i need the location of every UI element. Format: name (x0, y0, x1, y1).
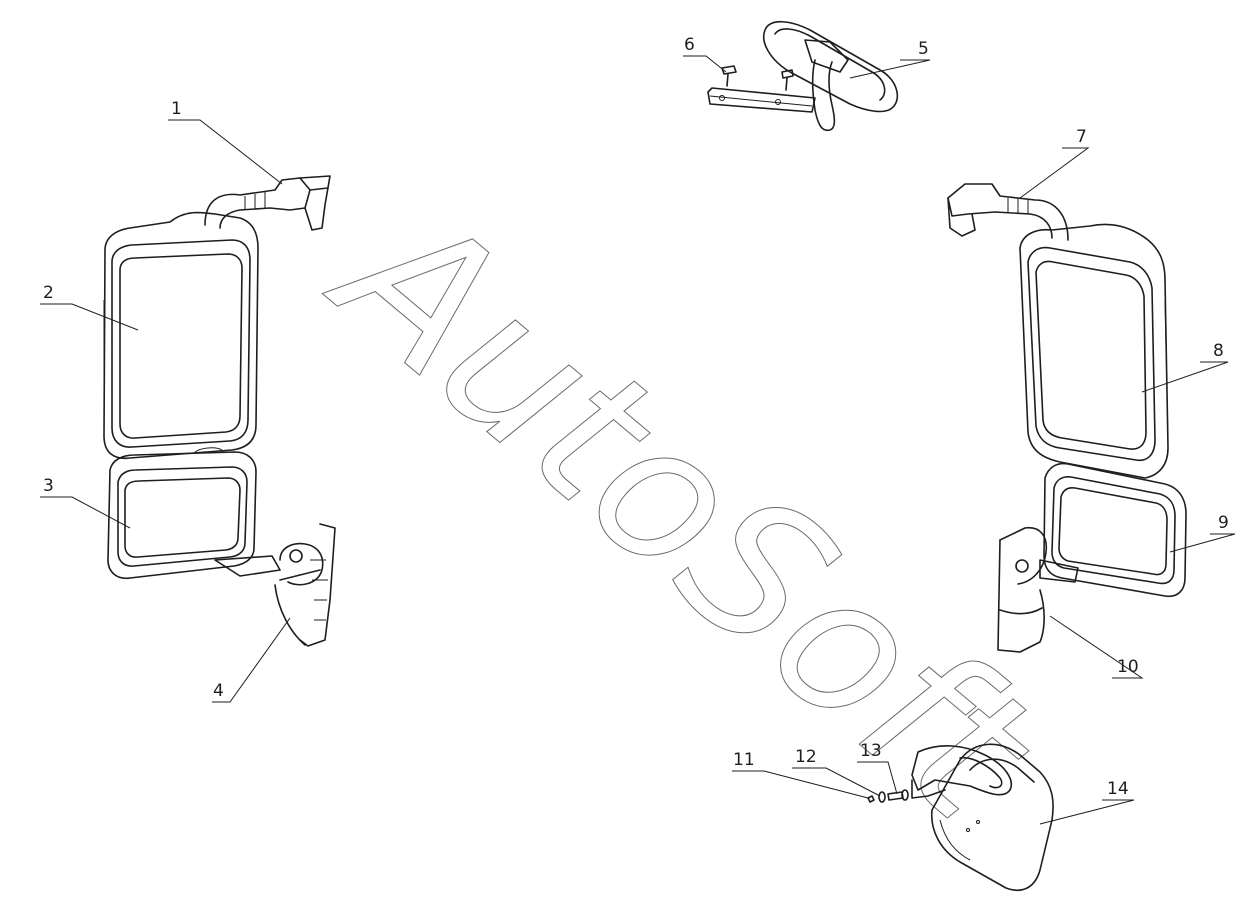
right-mirror-assembly (947, 183, 1187, 653)
front-mirror-assembly (867, 743, 1054, 892)
screw-6 (721, 65, 794, 91)
left-main-mirror (103, 211, 259, 460)
callout-4: 4 (213, 681, 224, 701)
left-wide-angle-mirror (107, 447, 257, 580)
callout-7: 7 (1076, 127, 1087, 147)
callout-leaders (40, 55, 1236, 825)
callout-9: 9 (1218, 513, 1229, 533)
right-wide-angle-mirror (1043, 462, 1187, 598)
watermark-text: AutoSoft (293, 158, 1076, 865)
right-mount-bracket (947, 183, 1069, 241)
callout-11: 11 (733, 750, 755, 770)
right-lower-base (997, 527, 1079, 653)
pin-11 (867, 795, 875, 803)
front-mirror-14 (930, 743, 1054, 892)
left-mount-bracket (204, 175, 331, 231)
callout-5: 5 (918, 39, 929, 59)
callout-1: 1 (171, 99, 182, 119)
interior-mirror-stalk (811, 59, 836, 132)
bolt-13 (887, 789, 909, 801)
interior-mirror (763, 20, 899, 113)
callout-14: 14 (1107, 779, 1129, 799)
callout-10: 10 (1117, 657, 1139, 677)
callout-12: 12 (795, 747, 817, 767)
callout-2: 2 (43, 283, 54, 303)
callout-8: 8 (1213, 341, 1224, 361)
mirror-14-arm (911, 745, 1012, 799)
interior-mirror-assembly (707, 20, 899, 132)
callout-numbers: 1 2 3 4 5 6 7 8 9 10 11 12 13 14 (43, 35, 1229, 799)
washer-12 (878, 791, 886, 803)
right-main-mirror (1019, 223, 1169, 479)
watermark: AutoSoft (292, 158, 1076, 866)
left-lower-base (214, 523, 336, 647)
callout-3: 3 (43, 476, 54, 496)
callout-6: 6 (684, 35, 695, 55)
interior-mirror-base-plate (707, 87, 816, 113)
callout-13: 13 (860, 741, 882, 761)
left-mirror-assembly (103, 175, 336, 647)
